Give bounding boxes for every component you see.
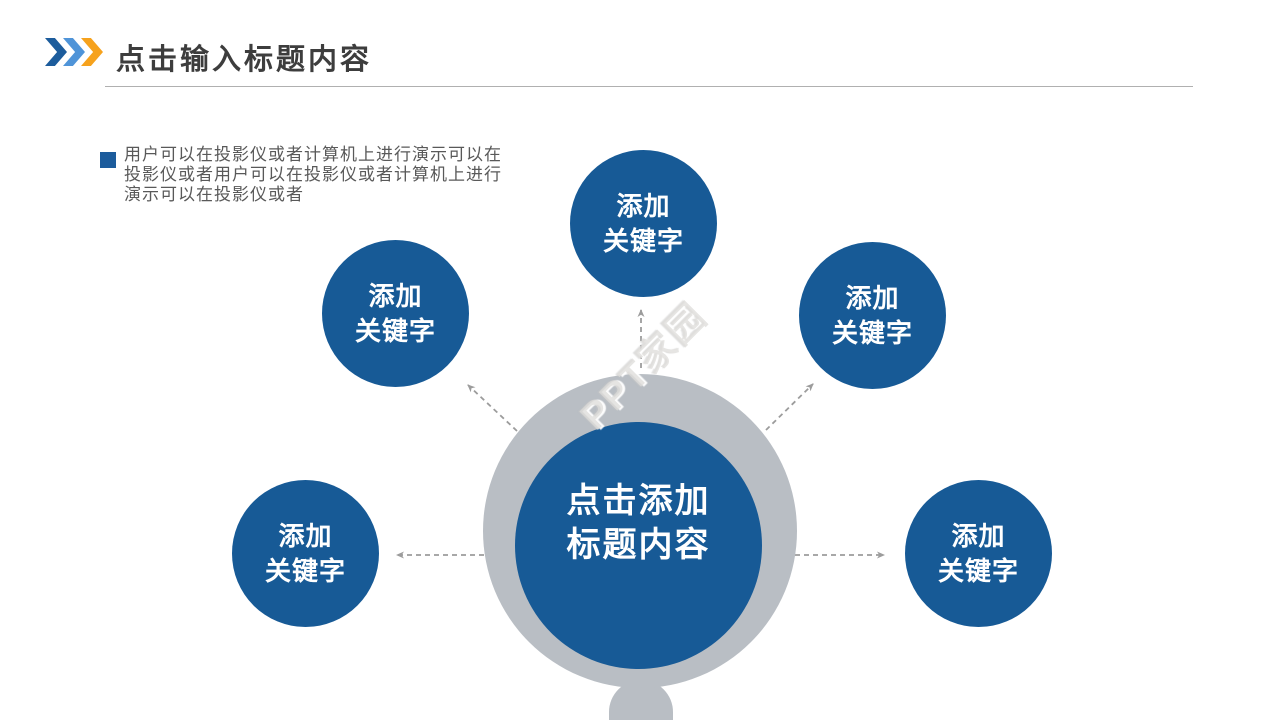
bullet-square-icon (100, 152, 116, 168)
keyword-line: 添加 (278, 520, 333, 551)
body-line: 用户可以在投影仪或者计算机上进行演示可以在 (124, 145, 502, 164)
center-title-line: 标题内容 (566, 525, 711, 564)
triple-chevron-icon (45, 38, 105, 66)
center-title-line: 点击添加 (566, 481, 711, 520)
keyword-circle-upper-right[interactable]: 添加 关键字 (799, 242, 946, 389)
keyword-line: 关键字 (602, 225, 684, 256)
keyword-line: 关键字 (831, 317, 913, 348)
center-title-circle[interactable]: 点击添加 标题内容 (515, 422, 762, 669)
keyword-circle-lower-left[interactable]: 添加 关键字 (232, 480, 379, 627)
keyword-circle-lower-right[interactable]: 添加 关键字 (905, 480, 1052, 627)
body-paragraph: 用户可以在投影仪或者计算机上进行演示可以在 投影仪或者用户可以在投影仪或者计算机… (124, 145, 554, 205)
keyword-line: 关键字 (264, 555, 346, 586)
body-line: 投影仪或者用户可以在投影仪或者计算机上进行 (124, 165, 502, 184)
chevron-right-icon (45, 38, 67, 66)
keyword-line: 关键字 (937, 555, 1019, 586)
header-divider (105, 86, 1193, 87)
keyword-line: 关键字 (354, 315, 436, 346)
body-line: 演示可以在投影仪或者 (124, 185, 304, 204)
keyword-line: 添加 (845, 282, 900, 313)
page-title: 点击输入标题内容 (116, 44, 373, 76)
keyword-circle-top[interactable]: 添加 关键字 (570, 150, 717, 297)
keyword-circle-upper-left[interactable]: 添加 关键字 (322, 240, 469, 387)
keyword-line: 添加 (951, 520, 1006, 551)
dashed-arrow-to-upper-right (765, 383, 814, 431)
keyword-line: 添加 (616, 190, 671, 221)
keyword-line: 添加 (368, 280, 423, 311)
dashed-arrow-to-upper-left (467, 384, 518, 432)
